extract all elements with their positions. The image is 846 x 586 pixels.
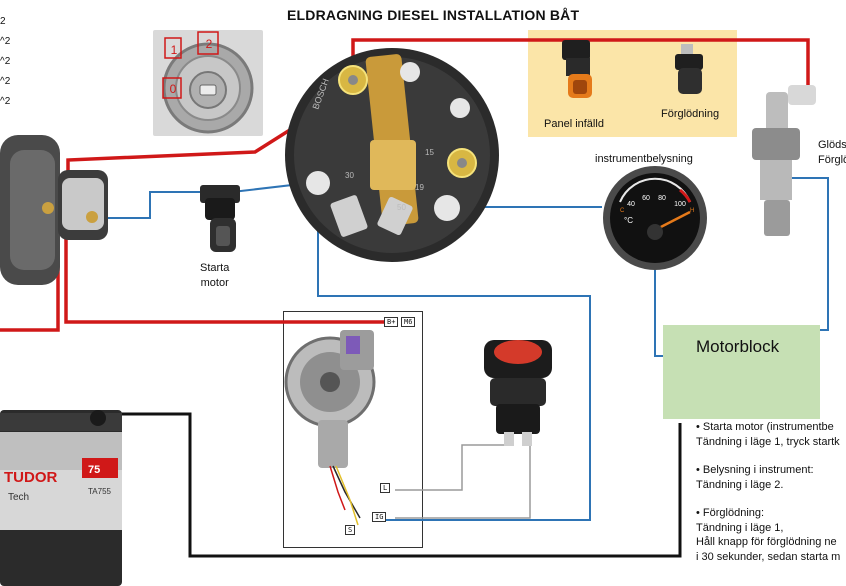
key-switch-photo: 1 2 0: [153, 30, 263, 136]
alt-terminal-bplus: B+: [384, 317, 399, 327]
note-lighting: • Belysning i instrument: Tändning i läg…: [696, 463, 840, 492]
note-start: • Starta motor (instrumentbe Tändning i …: [696, 420, 840, 449]
gauge-high: H: [690, 208, 694, 214]
blue-wire-starter-to-button: [96, 191, 213, 219]
battery-sub: Tech: [8, 492, 29, 503]
red-wire-starter-to-alternator: [64, 210, 385, 324]
alt-terminal-ig: IG: [372, 512, 387, 522]
motorblock-box: [663, 325, 820, 419]
note-line: • Förglödning:: [696, 507, 765, 519]
battery-capacity: 75: [88, 464, 100, 476]
label-glodstift: Glöds Förglö: [818, 138, 846, 168]
note-line: Tändning i läge 1,: [696, 521, 784, 534]
note-preheat: • Förglödning: Tändning i läge 1, Håll k…: [696, 506, 840, 564]
temperature-gauge: 40 60 80 100 °C C H: [603, 166, 707, 270]
instructions-notes: • Starta motor (instrumentbe Tändning i …: [696, 420, 840, 578]
key-position-0: 0: [170, 82, 177, 96]
blue-wire-glow-to-block: [775, 177, 829, 331]
switch-terminal-label: 30: [345, 171, 354, 180]
alt-terminal-l: L: [380, 483, 391, 493]
cut-label: ^2: [0, 76, 11, 87]
alternator: [284, 330, 376, 526]
switch-terminal-label: 19: [415, 183, 424, 192]
panel-mount-photo: [562, 40, 592, 98]
label-line: motor: [200, 277, 229, 289]
motorblock-label: Motorblock: [696, 337, 780, 356]
cut-label: ^2: [0, 36, 11, 47]
key-position-1: 1: [171, 43, 178, 57]
start-button: [200, 185, 240, 252]
starter-motor: [0, 135, 108, 285]
terminal-screw: [450, 98, 470, 118]
label-line: Glöds: [818, 139, 846, 151]
cut-label: 2: [0, 16, 6, 27]
ignition-switch: BOSCH 30 50 15 19: [285, 48, 499, 262]
gauge-tick: 40: [627, 201, 635, 208]
terminal-50: [306, 171, 330, 195]
glow-plug: [752, 85, 816, 236]
alt-terminal-s: S: [345, 525, 356, 535]
label-starta-motor: Starta motor: [200, 261, 229, 291]
gauge-low: C: [620, 208, 625, 214]
cut-label: ^2: [0, 56, 11, 67]
diagram-title: ELDRAGNING DIESEL INSTALLATION BÅT: [287, 7, 580, 23]
note-line: Håll knapp för förglödning ne: [696, 536, 837, 548]
terminal-screw: [400, 62, 420, 82]
switch-terminal-label: 50: [397, 203, 406, 212]
label-line: Förglö: [818, 154, 846, 166]
label-forglodning: Förglödning: [661, 108, 720, 120]
note-line: • Belysning i instrument:: [696, 464, 814, 476]
gray-wire-l: [395, 444, 510, 491]
gauge-tick: 100: [674, 201, 686, 208]
alt-terminal-m6: M6: [401, 317, 416, 327]
note-line: Tändning i läge 1, tryck startk: [696, 435, 840, 448]
key-position-2: 2: [206, 37, 213, 51]
battery: TUDOR Tech 75 TA755: [0, 410, 122, 586]
label-line: Starta: [200, 262, 230, 274]
cut-label: ^2: [0, 96, 11, 107]
label-instrumentbelysning: instrumentbelysning: [595, 153, 693, 165]
battery-model: TA755: [88, 487, 112, 496]
note-line: Tändning i läge 2.: [696, 478, 784, 491]
blue-wire-gauge-to-block: [654, 270, 663, 357]
black-ground-wire: [96, 412, 682, 558]
switch-terminal-label: 15: [425, 148, 434, 157]
battery-brand: TUDOR: [4, 469, 57, 486]
gauge-tick: 60: [642, 195, 650, 202]
glow-button-photo: [675, 44, 703, 94]
blue-wire-switch-to-alt-ig: [317, 195, 591, 521]
gauge-tick: 80: [658, 195, 666, 202]
gauge-unit: °C: [624, 216, 633, 225]
terminal-19: [434, 195, 460, 221]
gray-wire-ig: [395, 445, 531, 519]
preheat-button: [484, 340, 552, 446]
note-line: • Starta motor (instrumentbe: [696, 421, 834, 433]
label-panel-infalld: Panel infälld: [544, 118, 604, 130]
left-cut-labels: 2 ^2 ^2 ^2 ^2: [0, 12, 10, 112]
gray-wires: [395, 444, 531, 519]
note-line: i 30 sekunder, sedan starta m: [696, 550, 841, 563]
